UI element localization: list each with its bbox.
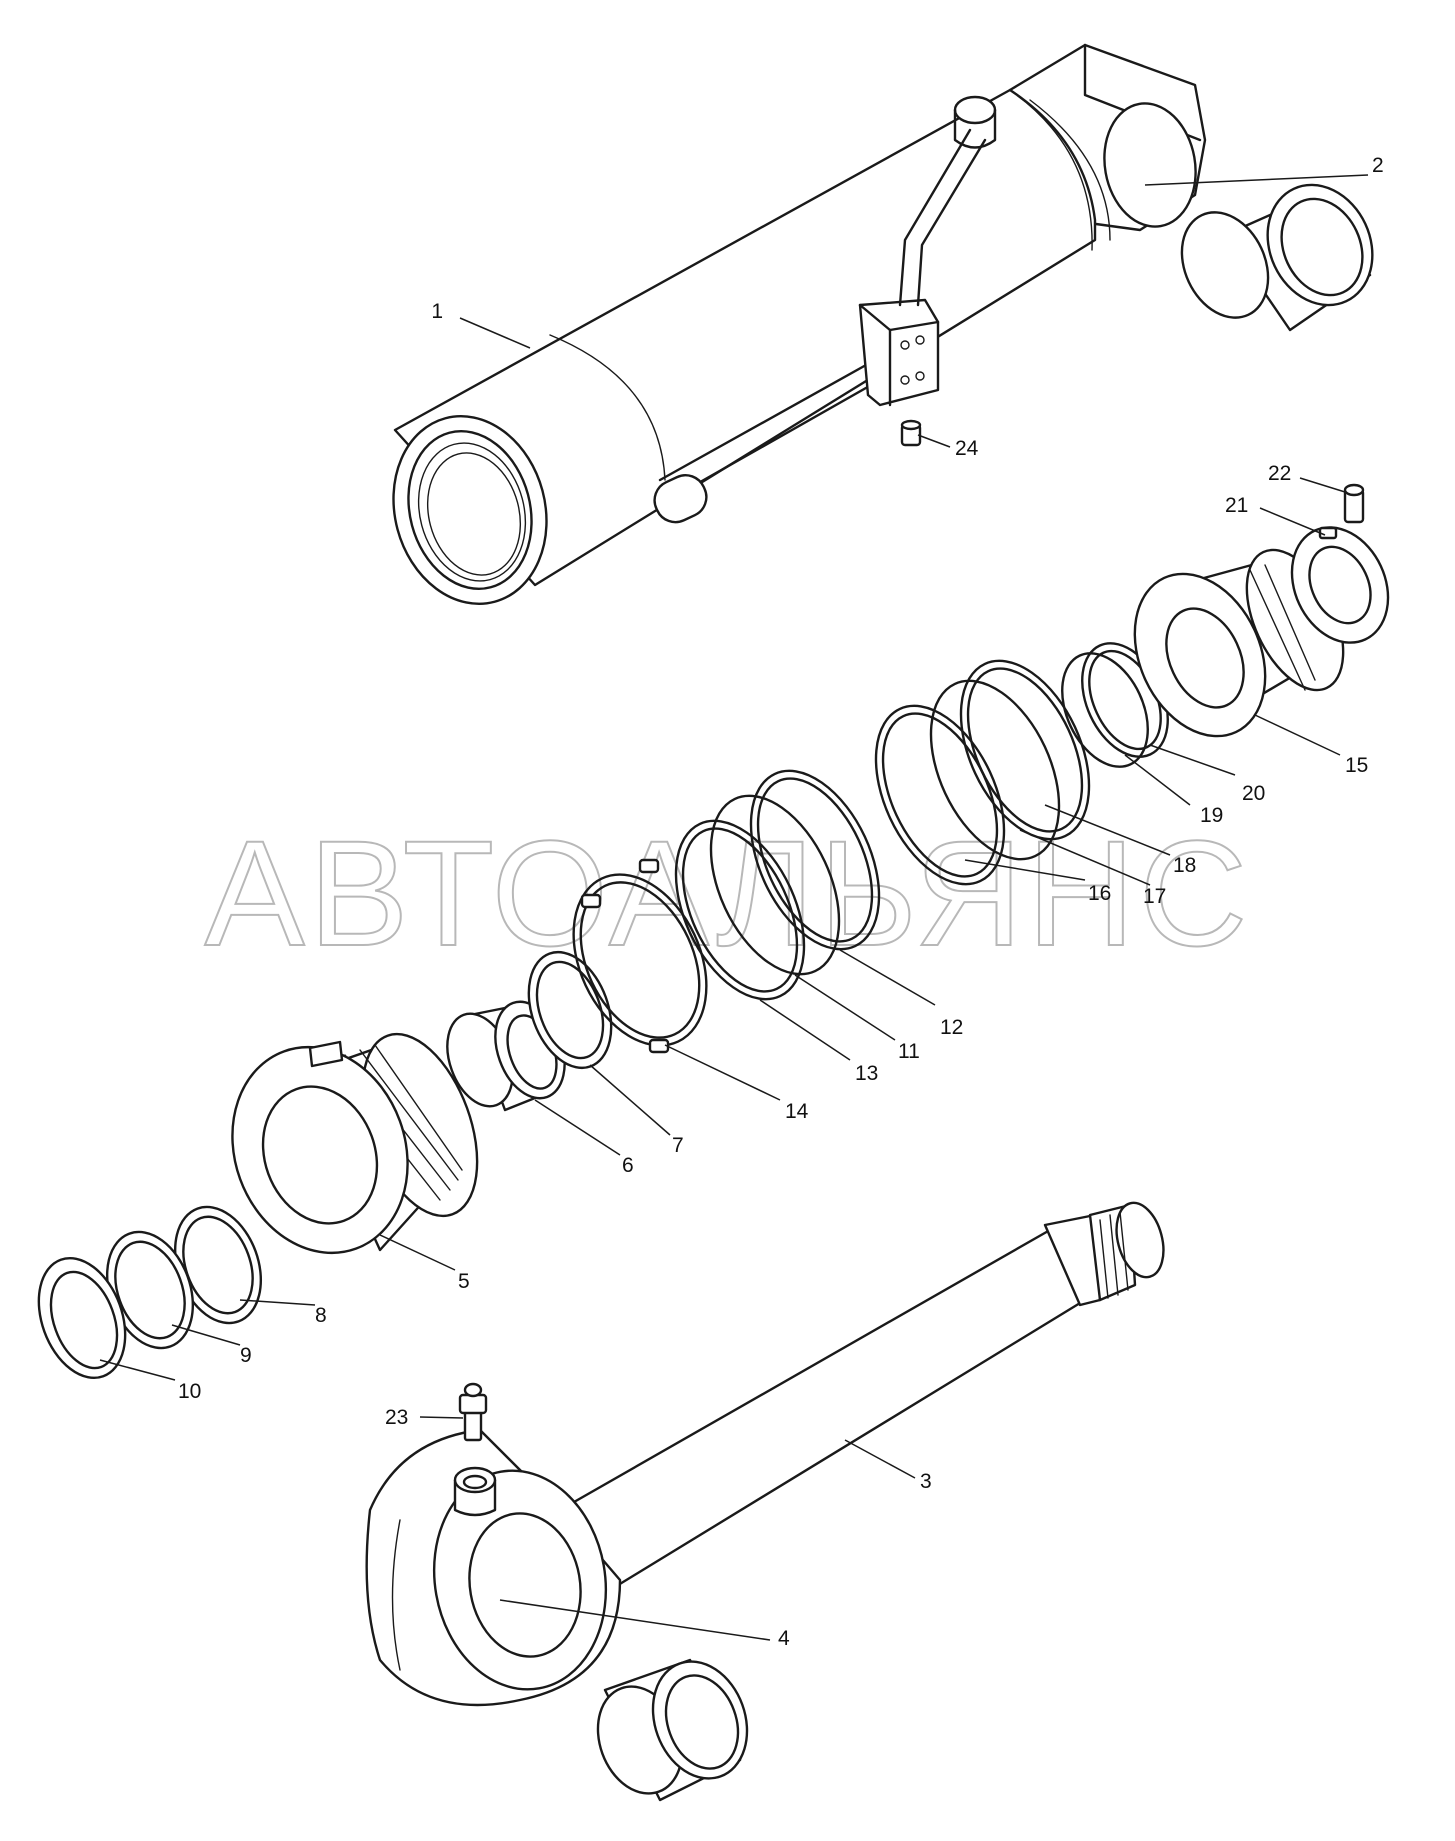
callout-labels: 1 2 3 4 5 6 7 8 9 10 11 12 13 14 15 16 1…	[178, 154, 1384, 1650]
callout-21: 21	[1225, 494, 1248, 517]
callout-5: 5	[458, 1270, 470, 1293]
part-10-seal	[37, 1256, 127, 1380]
part-13-ring	[674, 819, 806, 1001]
callout-4: 4	[778, 1627, 790, 1650]
callout-24: 24	[955, 437, 979, 460]
callout-14: 14	[785, 1100, 809, 1123]
callout-15: 15	[1345, 754, 1368, 777]
callout-19: 19	[1200, 804, 1223, 827]
callout-23: 23	[385, 1406, 408, 1429]
part-17-ring	[929, 679, 1061, 861]
callout-22: 22	[1268, 462, 1291, 485]
callout-17: 17	[1143, 885, 1166, 908]
part-5-gland	[231, 1032, 479, 1255]
callout-6: 6	[622, 1154, 634, 1177]
watermark-text: АВТОАЛЬЯНС	[205, 809, 1252, 977]
callout-8: 8	[315, 1304, 327, 1327]
callout-7: 7	[672, 1134, 684, 1157]
part-2-bushing	[1180, 183, 1374, 332]
callout-20: 20	[1242, 782, 1265, 805]
part-18-ring	[959, 659, 1091, 841]
part-22-set-screw	[1343, 483, 1365, 524]
part-4-bushing	[596, 1658, 749, 1802]
callout-9: 9	[240, 1344, 252, 1367]
callout-11: 11	[898, 1040, 920, 1063]
part-1-cylinder-barrel	[392, 43, 1207, 605]
callout-1: 1	[431, 300, 443, 323]
callout-12: 12	[940, 1016, 963, 1039]
callout-18: 18	[1173, 854, 1196, 877]
callout-2: 2	[1372, 154, 1384, 177]
part-3-piston-rod	[365, 1201, 1165, 1707]
part-14-backup-ring	[572, 858, 708, 1054]
part-19-ring	[1061, 652, 1149, 768]
part-24-plug	[900, 419, 922, 447]
callout-10: 10	[178, 1380, 201, 1403]
callout-13: 13	[855, 1062, 878, 1085]
part-23-grease-nipple	[458, 1382, 488, 1442]
callout-3: 3	[920, 1470, 932, 1493]
part-11-ring	[709, 794, 841, 976]
leader-lines	[99, 174, 1369, 1641]
part-12-ring	[749, 769, 881, 951]
callout-16: 16	[1088, 882, 1111, 905]
